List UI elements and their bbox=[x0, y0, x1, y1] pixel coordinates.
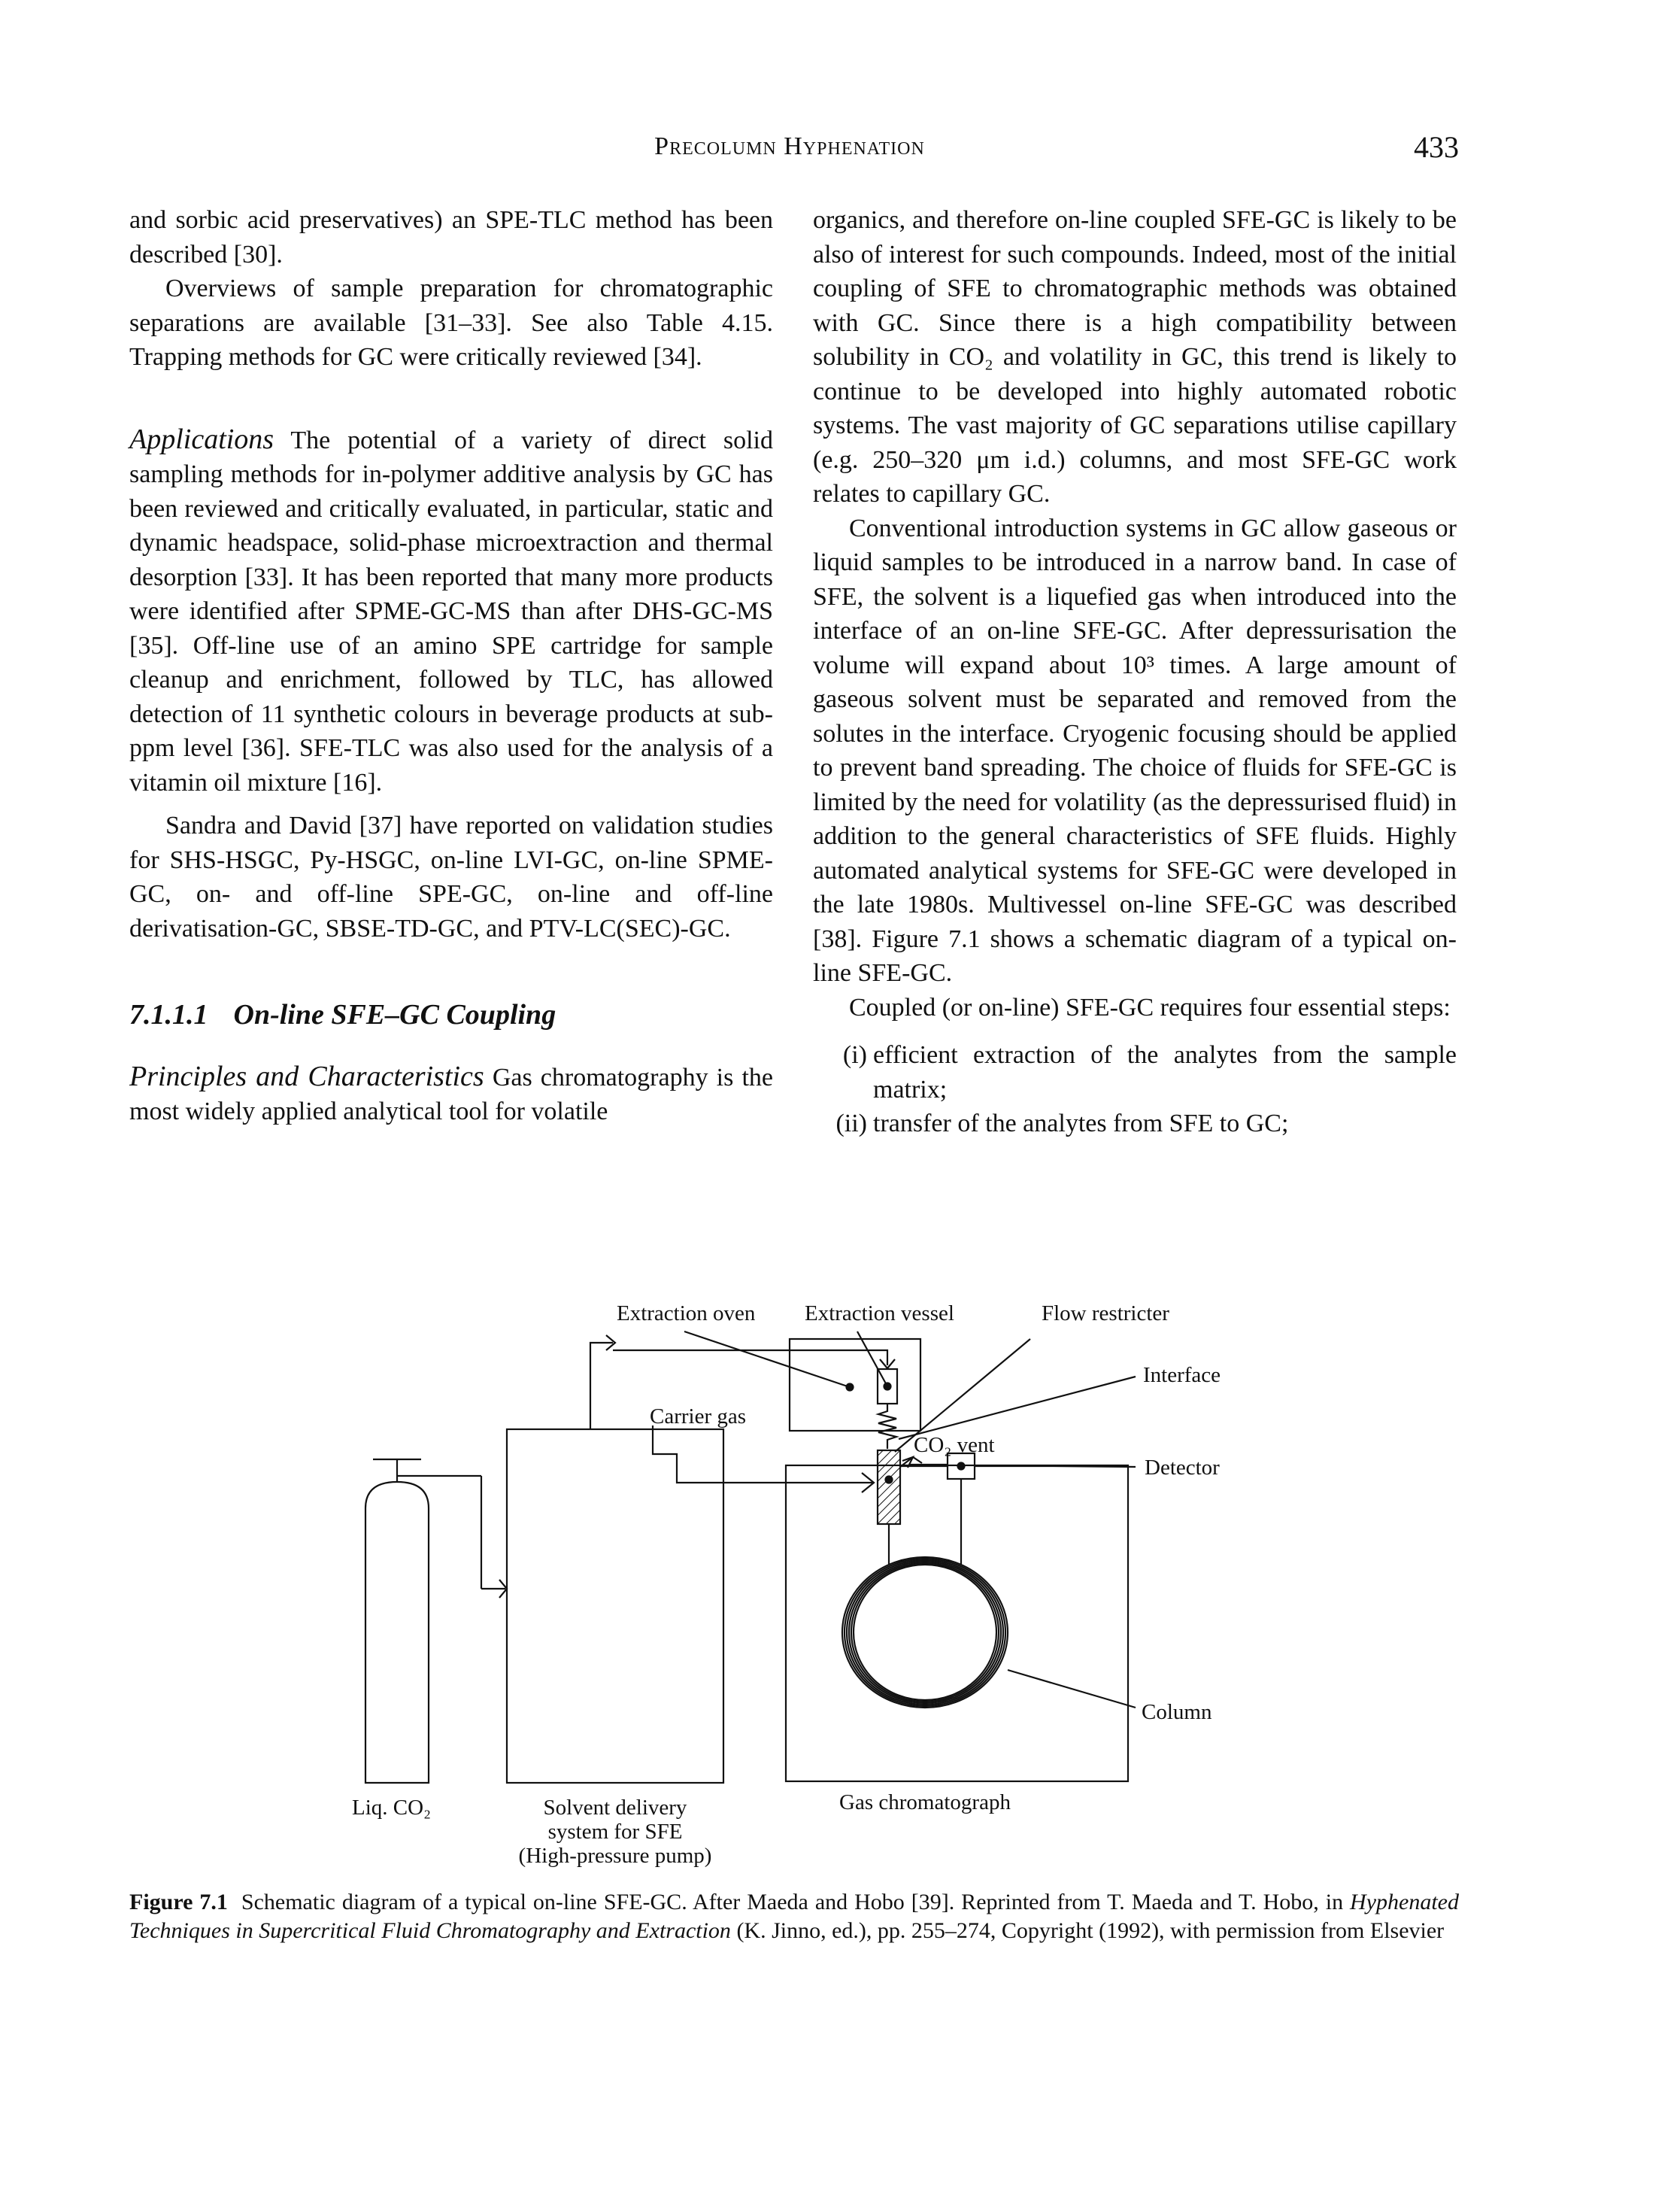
label-interface: Interface bbox=[1143, 1363, 1221, 1387]
paragraph-text: The potential of a variety of direct sol… bbox=[129, 426, 773, 797]
section-number: 7.1.1.1 bbox=[129, 999, 208, 1031]
paragraph: Overviews of sample preparation for chro… bbox=[129, 275, 773, 371]
label-solvent-delivery-1: Solvent delivery bbox=[544, 1796, 687, 1820]
applications-paragraph: Applications The potential of a variety … bbox=[129, 423, 773, 800]
paragraph: and sorbic acid preservatives) an SPE-TL… bbox=[129, 206, 773, 269]
sfe-gc-schematic: Extraction oven Extraction vessel Flow r… bbox=[352, 1301, 1221, 1868]
label-co2-vent: CO₂ vent bbox=[914, 1433, 995, 1457]
caption-text: Schematic diagram of a typical on-line S… bbox=[241, 1890, 1351, 1914]
list-item-text: transfer of the analytes from SFE to GC; bbox=[873, 1110, 1289, 1137]
section-heading: 7.1.1.1 On-line SFE–GC Coupling bbox=[129, 998, 773, 1033]
list-item: (i)efficient extraction of the analytes … bbox=[813, 1038, 1457, 1107]
extraction-oven bbox=[788, 1337, 922, 1432]
running-title: Precolumn Hyphenation bbox=[654, 132, 925, 160]
running-header: Precolumn Hyphenation 433 bbox=[120, 130, 1459, 178]
interface bbox=[876, 1449, 902, 1526]
label-extraction-vessel: Extraction vessel bbox=[805, 1301, 954, 1325]
label-flow-restricter: Flow restricter bbox=[1042, 1301, 1169, 1325]
figure-label: Figure 7.1 bbox=[129, 1890, 228, 1914]
figure-7-1: Extraction oven Extraction vessel Flow r… bbox=[331, 1279, 1278, 1881]
list-marker: (i) bbox=[842, 1041, 867, 1069]
capillary-column bbox=[841, 1556, 1009, 1709]
left-column: and sorbic acid preservatives) an SPE-TL… bbox=[129, 203, 773, 1129]
label-detector: Detector bbox=[1145, 1456, 1220, 1480]
label-solvent-delivery-3: (High-pressure pump) bbox=[519, 1844, 712, 1868]
figure-caption: Figure 7.1 Schematic diagram of a typical… bbox=[129, 1888, 1459, 1945]
run-in-heading: Principles and Characteristics bbox=[129, 1060, 484, 1092]
list-item: (ii)transfer of the analytes from SFE to… bbox=[813, 1107, 1457, 1141]
steps-list: (i)efficient extraction of the analytes … bbox=[813, 1038, 1457, 1141]
label-liq-co2: Liq. CO₂ bbox=[352, 1796, 431, 1820]
label-solvent-delivery-2: system for SFE bbox=[548, 1820, 683, 1844]
label-gas-chromatograph: Gas chromatograph bbox=[839, 1790, 1011, 1814]
label-column: Column bbox=[1142, 1700, 1212, 1724]
list-marker: (ii) bbox=[835, 1110, 867, 1137]
paragraph: Conventional introduction systems in GC … bbox=[813, 514, 1457, 988]
label-carrier-gas: Carrier gas bbox=[650, 1404, 746, 1428]
section-title: On-line SFE–GC Coupling bbox=[233, 999, 556, 1031]
label-extraction-oven: Extraction oven bbox=[617, 1301, 756, 1325]
caption-text: (K. Jinno, ed.), pp. 255–274, Copyright … bbox=[730, 1918, 1445, 1943]
principles-paragraph: Principles and Characteristics Gas chrom… bbox=[129, 1060, 773, 1129]
solvent-delivery-pump bbox=[505, 1428, 725, 1784]
list-item-text: efficient extraction of the analytes fro… bbox=[873, 1041, 1457, 1104]
right-column: organics, and therefore on-line coupled … bbox=[813, 203, 1457, 1141]
paragraph-text: Gas chromatography is the most widely ap… bbox=[129, 1063, 773, 1126]
gc-oven bbox=[784, 1464, 1130, 1783]
paragraph: organics, and therefore on-line coupled … bbox=[813, 206, 1457, 508]
run-in-heading: Applications bbox=[129, 423, 274, 455]
page-number: 433 bbox=[1414, 130, 1459, 164]
co2-cylinder bbox=[364, 1458, 508, 1784]
flow-restricter bbox=[875, 1404, 899, 1449]
caption-book-title: Hyphenated Techniques in Supercritical F… bbox=[129, 1890, 1459, 1943]
paragraph: Sandra and David [37] have reported on v… bbox=[129, 812, 773, 943]
paragraph: Coupled (or on-line) SFE-GC requires fou… bbox=[849, 993, 1451, 1022]
